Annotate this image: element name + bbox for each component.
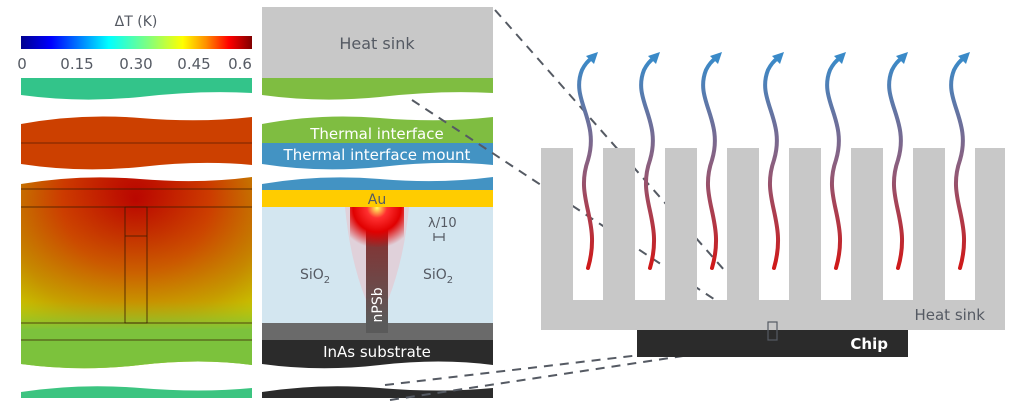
heat-flow-arrow [949, 56, 966, 270]
colorbar: ΔT (K) 0 0.15 0.30 0.45 0.6 [17, 14, 252, 73]
arrowhead-icon [896, 52, 908, 64]
arrowhead-icon [648, 52, 660, 64]
chip-label: Chip [850, 335, 888, 353]
substrate-bottom [262, 386, 493, 398]
heat-flow-arrow [763, 56, 780, 270]
gold-label: Au [368, 192, 386, 208]
colorbar-tick: 0.6 [228, 55, 252, 73]
heat-sink-label: Heat sink [339, 34, 415, 53]
colorbar-tick: 0.45 [177, 55, 210, 73]
arrowhead-icon [710, 52, 722, 64]
colorbar-tick: 0.30 [119, 55, 152, 73]
zoom-region-marker [767, 321, 778, 341]
colorbar-tick: 0.15 [60, 55, 93, 73]
layer-stack-panel: Heat sink Thermal interface Thermal inte… [262, 7, 493, 398]
substrate-layer [262, 340, 493, 369]
heat-sink-assembly: Heat sink Chip [541, 52, 1005, 357]
hotspot [350, 207, 404, 247]
thermal-interface-mount-label: Thermal interface mount [283, 146, 471, 164]
arrowhead-icon [834, 52, 846, 64]
substrate-label: InAs substrate [323, 343, 431, 361]
heat-flow-arrow [577, 56, 594, 270]
colorbar-gradient [21, 36, 252, 49]
colorbar-tick: 0 [17, 55, 27, 73]
gold-layer [262, 190, 493, 207]
chip [637, 330, 908, 357]
arrowhead-icon [586, 52, 598, 64]
thermal-interface-layer [262, 116, 493, 143]
heat-sink-fins [541, 148, 1005, 330]
oxide-left-label: SiO2 [300, 267, 330, 286]
scale-bar [433, 233, 445, 241]
oxide-right-label: SiO2 [423, 267, 453, 286]
heat-sink-temp-strip [21, 78, 252, 100]
heat-flow-arrow [825, 56, 842, 270]
colorbar-title: ΔT (K) [115, 14, 158, 30]
scale-bar-label: λ/10 [428, 216, 457, 231]
arrowhead-icon [958, 52, 970, 64]
heat-sink-assembly-label: Heat sink [914, 306, 985, 324]
thermal-interface-top [262, 78, 493, 100]
thermal-interface-label: Thermal interface [309, 125, 443, 143]
substrate-temp-strip [21, 386, 252, 398]
heat-flow-arrow [701, 56, 718, 270]
thermal-interface-mount-layer [262, 143, 493, 170]
temperature-map-panel [21, 78, 252, 398]
pillar-label: InPSb [370, 287, 386, 326]
mount-lower-layer [262, 177, 493, 190]
heat-flow-arrow [887, 56, 904, 270]
heat-sink-layer [262, 7, 493, 78]
heat-flow-arrow [639, 56, 656, 270]
arrowhead-icon [772, 52, 784, 64]
